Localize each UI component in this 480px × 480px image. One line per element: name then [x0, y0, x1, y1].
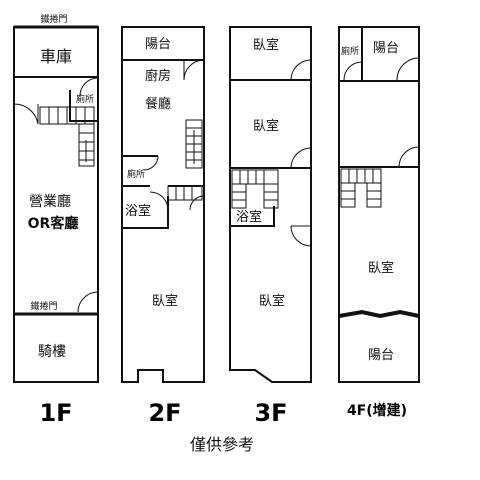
label-1f-garage: 車庫: [40, 47, 72, 66]
room-labels: 鐵捲門 車庫 廁所 營業廳 OR客廳 鐵捲門 騎樓 陽台 廚房 餐廳 廁所 浴室…: [28, 13, 399, 363]
label-4f-balcony-top: 陽台: [373, 41, 399, 56]
floor-label-1f: 1F: [39, 399, 72, 427]
door-1f-bottom: [77, 291, 99, 313]
door-3f-top: [290, 59, 312, 81]
door-2f-bedroom: [189, 195, 205, 211]
floor-4f-plan: [338, 26, 420, 383]
label-2f-bath: 浴室: [125, 203, 151, 219]
label-2f-bedroom: 臥室: [152, 293, 178, 309]
floor-labels: 1F 2F 3F 4F(增建): [39, 399, 407, 427]
floor-label-2f: 2F: [148, 399, 181, 427]
toilet-1f-walls: [69, 90, 98, 122]
label-3f-bedroom-top: 臥室: [253, 37, 279, 53]
door-4f-balcony: [396, 57, 420, 81]
floor-3f-outline: [229, 26, 312, 383]
door-2f-balcony: [183, 59, 205, 81]
label-2f-toilet: 廁所: [127, 168, 145, 180]
door-3f-bedroom: [290, 225, 312, 247]
label-1f-arcade: 騎樓: [38, 344, 66, 360]
label-1f-business-hall: 營業廳: [29, 193, 71, 210]
floor-2f-outline: [121, 26, 205, 383]
label-1f-or-living: OR客廳: [28, 215, 79, 232]
stairs-1f: [39, 106, 95, 167]
label-1f-gate-bottom: 鐵捲門: [30, 300, 57, 312]
label-2f-kitchen: 廚房: [145, 68, 171, 84]
wall-3f-bath: [230, 206, 275, 227]
stairs-2f-lower: [167, 185, 203, 201]
label-4f-bedroom: 臥室: [368, 260, 394, 276]
door-4f-mid: [398, 146, 420, 168]
stairs-2f: [185, 119, 203, 169]
label-3f-bedroom-mid: 臥室: [253, 118, 279, 134]
door-1f-left: [13, 103, 39, 125]
floor-label-3f: 3F: [254, 399, 287, 427]
label-4f-toilet: 廁所: [341, 45, 359, 57]
stairs-3f: [231, 169, 279, 209]
label-1f-toilet: 廁所: [76, 93, 94, 105]
door-2f-bath: [149, 191, 169, 211]
label-3f-bath: 浴室: [236, 209, 262, 225]
wall-4f-balcony-bottom: [338, 309, 420, 319]
floor-1f-plan: [13, 25, 99, 383]
door-3f-mid: [290, 147, 312, 169]
label-2f-dining: 餐廳: [145, 96, 171, 112]
stairs-4f: [340, 168, 382, 208]
note-for-reference-only: 僅供參考: [190, 435, 254, 454]
label-1f-gate-top: 鐵捲門: [40, 13, 67, 25]
label-3f-bedroom-bottom: 臥室: [259, 293, 285, 309]
door-1f-toilet: [79, 77, 99, 97]
label-2f-balcony: 陽台: [145, 37, 171, 52]
floor-2f-plan: [121, 26, 205, 383]
label-4f-balcony-bottom: 陽台: [368, 348, 394, 363]
floor-4f-outline: [338, 26, 420, 383]
floor-3f-plan: [229, 26, 312, 383]
door-2f-toilet: [143, 155, 159, 171]
door-4f-toilet: [343, 61, 363, 81]
floor-label-4f: 4F(增建): [347, 402, 407, 419]
